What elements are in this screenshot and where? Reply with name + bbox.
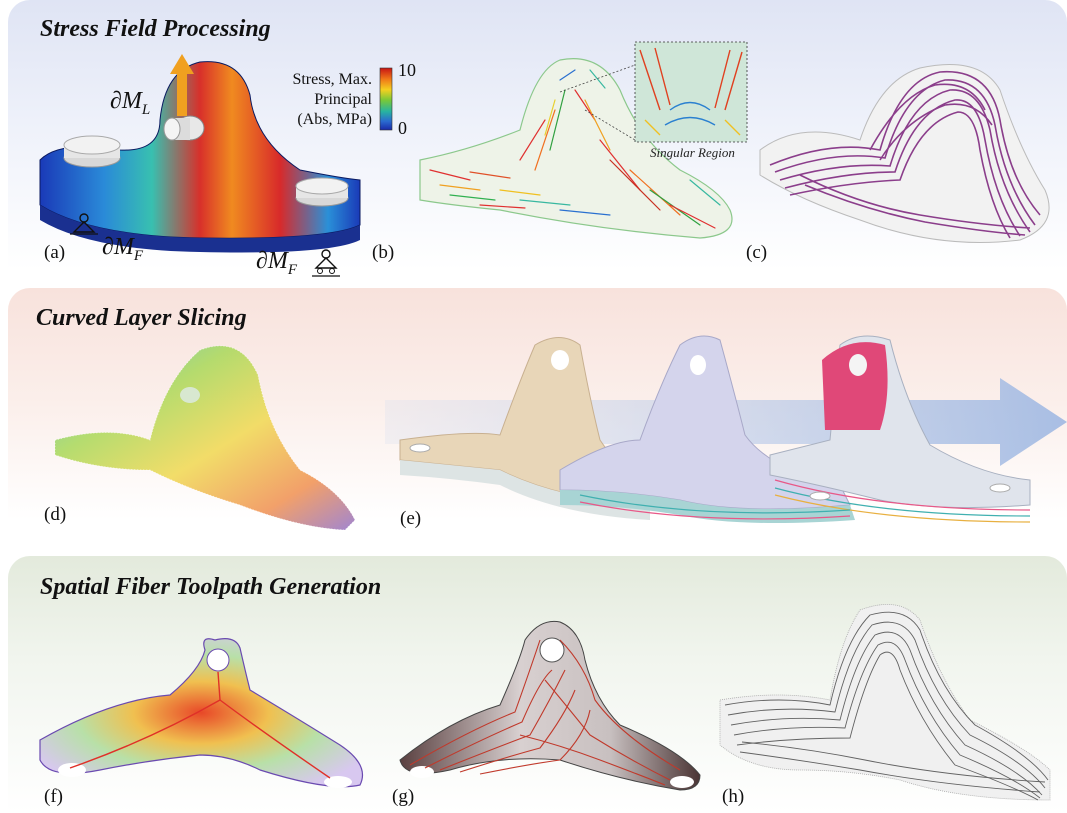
- panel-label-e: (e): [400, 508, 422, 529]
- fixed-boundary-right-subscript: F: [287, 261, 298, 278]
- legend-label-line1: Stress, Max.: [292, 71, 372, 88]
- fixed-boundary-right-label: ∂MF: [256, 248, 297, 279]
- panel-label-g: (g): [392, 786, 415, 807]
- fixed-boundary-left-subscript: F: [133, 247, 144, 264]
- fixed-boundary-left-symbol: ∂M: [102, 234, 134, 260]
- panel-label-b: (b): [372, 242, 395, 263]
- panel-label-d: (d): [44, 504, 67, 525]
- section-title-fiber: Spatial Fiber Toolpath Generation: [40, 574, 382, 600]
- legend-label-line2: Principal: [314, 91, 372, 108]
- stress-vector-field: [419, 41, 748, 239]
- stress-legend-colorbar: [379, 67, 393, 131]
- singular-region-caption: Singular Region: [650, 145, 735, 160]
- fiber-toolpath-layer: [399, 620, 701, 791]
- load-boundary-symbol: ∂M: [110, 88, 142, 114]
- panel-label-a: (a): [44, 242, 66, 263]
- legend-label-line3: (Abs, MPa): [297, 111, 372, 128]
- legend-max-tick: 10: [398, 60, 416, 80]
- legend-min-tick: 0: [398, 118, 407, 138]
- stress-legend-label: Stress, Max. Principal (Abs, MPa): [262, 70, 372, 130]
- panel-label-h: (h): [722, 786, 745, 807]
- heat-map-layer: [39, 638, 364, 788]
- panel-label-c: (c): [746, 242, 768, 263]
- load-boundary-subscript: L: [141, 101, 151, 118]
- spatial-toolpath-wireframe: [719, 604, 1051, 801]
- layer-point-cloud: [54, 345, 356, 531]
- load-boundary-label: ∂ML: [110, 88, 150, 119]
- fixed-boundary-right-symbol: ∂M: [256, 248, 288, 274]
- stress-streamlines: [759, 64, 1050, 243]
- section-title-slicing: Curved Layer Slicing: [36, 305, 247, 331]
- section-title-stress: Stress Field Processing: [40, 16, 271, 42]
- panel-label-f: (f): [44, 786, 63, 807]
- stress-model-bracket: [39, 54, 361, 277]
- curved-layer-slices: [385, 335, 1067, 524]
- fixed-boundary-left-label: ∂MF: [102, 234, 143, 265]
